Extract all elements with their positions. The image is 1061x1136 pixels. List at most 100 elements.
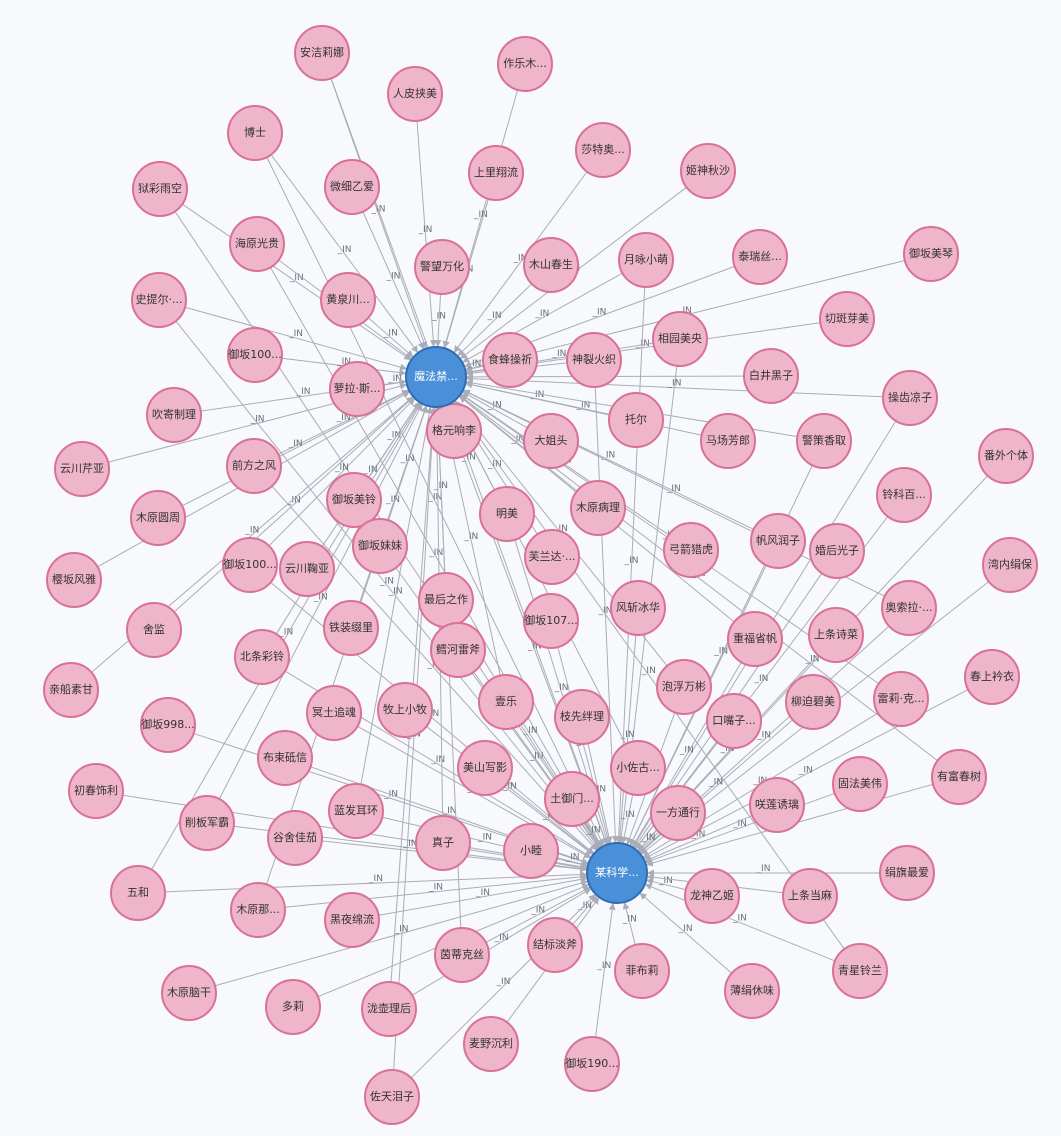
node-circle[interactable]	[727, 611, 783, 667]
graph-node[interactable]: 青星铃兰	[832, 943, 888, 999]
graph-node[interactable]: 湾内绢保	[982, 537, 1038, 593]
graph-node[interactable]: 雷莉·克...	[873, 671, 929, 727]
node-circle[interactable]	[132, 161, 188, 217]
graph-node[interactable]: 上条诗菜	[808, 607, 864, 663]
graph-node[interactable]: 口嘴子...	[706, 693, 762, 749]
graph-node[interactable]: 海原光贵	[229, 216, 285, 272]
node-circle[interactable]	[785, 674, 841, 730]
node-circle[interactable]	[352, 518, 408, 574]
node-circle[interactable]	[608, 392, 664, 448]
node-circle[interactable]	[179, 795, 235, 851]
node-circle[interactable]	[306, 685, 362, 741]
graph-node[interactable]: 风斩冰华	[610, 580, 666, 636]
graph-node[interactable]: 固法美伟	[832, 756, 888, 812]
node-circle[interactable]	[54, 441, 110, 497]
graph-node[interactable]: 格元响李	[426, 403, 482, 459]
node-circle[interactable]	[782, 868, 838, 924]
node-circle[interactable]	[324, 159, 380, 215]
graph-node[interactable]: 神裂火织	[566, 332, 622, 388]
graph-node[interactable]: 操齿凉子	[882, 370, 938, 426]
node-circle[interactable]	[832, 943, 888, 999]
graph-node[interactable]: 御坂美琴	[903, 226, 959, 282]
node-circle[interactable]	[257, 730, 313, 786]
graph-node[interactable]: 泰瑞丝...	[732, 229, 788, 285]
graph-node[interactable]: 泷壶理后	[361, 981, 417, 1037]
graph-node[interactable]: 前方之风	[226, 438, 282, 494]
graph-node[interactable]: 一方通行	[650, 785, 706, 841]
graph-node[interactable]: 相园美央	[652, 311, 708, 367]
node-circle[interactable]	[931, 749, 987, 805]
node-circle[interactable]	[724, 963, 780, 1019]
graph-node[interactable]: 黄泉川...	[320, 272, 376, 328]
node-circle[interactable]	[575, 122, 631, 178]
node-circle[interactable]	[523, 237, 579, 293]
graph-node[interactable]: 木原病理	[570, 480, 626, 536]
node-circle[interactable]	[610, 740, 666, 796]
graph-node[interactable]: 御坂妹妹	[352, 518, 408, 574]
graph-node[interactable]: 结标淡斧	[527, 917, 583, 973]
node-circle[interactable]	[497, 36, 553, 92]
node-circle[interactable]	[110, 865, 166, 921]
node-circle[interactable]	[482, 332, 538, 388]
node-circle[interactable]	[882, 370, 938, 426]
graph-node[interactable]: 舍监	[126, 602, 182, 658]
node-circle[interactable]	[326, 472, 382, 528]
graph-node[interactable]: 龙神乙姬	[684, 868, 740, 924]
graph-node[interactable]: 萝拉·斯...	[329, 361, 385, 417]
graph-node[interactable]: 御坂998...	[140, 697, 196, 753]
node-circle[interactable]	[324, 892, 380, 948]
graph-node[interactable]: 博士	[227, 105, 283, 161]
graph-node[interactable]: 绢旗最爱	[879, 845, 935, 901]
graph-node[interactable]: 初春饰利	[68, 763, 124, 819]
graph-node[interactable]: 小睦	[503, 823, 559, 879]
node-circle[interactable]	[227, 105, 283, 161]
graph-node[interactable]: 春上衿衣	[964, 649, 1020, 705]
node-circle[interactable]	[146, 387, 202, 443]
graph-node[interactable]: 托尔	[608, 392, 664, 448]
node-circle[interactable]	[554, 689, 610, 745]
node-circle[interactable]	[832, 756, 888, 812]
node-circle[interactable]	[749, 777, 805, 833]
graph-node[interactable]: 有富春树	[931, 749, 987, 805]
graph-node[interactable]: 警策香取	[796, 413, 852, 469]
node-circle[interactable]	[279, 541, 335, 597]
hub-circle[interactable]	[405, 346, 467, 408]
graph-node[interactable]: 明美	[479, 486, 535, 542]
node-circle[interactable]	[982, 537, 1038, 593]
node-circle[interactable]	[652, 311, 708, 367]
node-circle[interactable]	[706, 693, 762, 749]
graph-node[interactable]: 樱坂风雅	[46, 552, 102, 608]
graph-node[interactable]: 莎特奥...	[575, 122, 631, 178]
node-circle[interactable]	[743, 348, 799, 404]
node-circle[interactable]	[234, 629, 290, 685]
node-circle[interactable]	[328, 783, 384, 839]
graph-node[interactable]: 番外个体	[978, 428, 1034, 484]
graph-node[interactable]: 重福省帆	[727, 611, 783, 667]
graph-node[interactable]: 芙兰达·...	[524, 529, 580, 585]
graph-node[interactable]: 月咏小萌	[618, 232, 674, 288]
graph-node[interactable]: 最后之作	[418, 572, 474, 628]
node-circle[interactable]	[732, 229, 788, 285]
graph-node[interactable]: 吹寄制理	[146, 387, 202, 443]
node-circle[interactable]	[415, 815, 471, 871]
node-circle[interactable]	[876, 467, 932, 523]
graph-node[interactable]: 牧上小牧	[377, 682, 433, 738]
node-circle[interactable]	[323, 600, 379, 656]
node-circle[interactable]	[426, 403, 482, 459]
graph-node[interactable]: 削板军霸	[179, 795, 235, 851]
node-circle[interactable]	[46, 552, 102, 608]
node-circle[interactable]	[131, 272, 187, 328]
node-circle[interactable]	[361, 981, 417, 1037]
graph-node[interactable]: 土御门...	[544, 771, 600, 827]
graph-node[interactable]: 马场芳郎	[700, 413, 756, 469]
graph-node[interactable]: 御坂190...	[564, 1036, 620, 1092]
graph-node[interactable]: 上里翔流	[468, 145, 524, 201]
graph-node[interactable]: 柳迫碧美	[785, 674, 841, 730]
node-circle[interactable]	[161, 965, 217, 1021]
hub-node[interactable]: 某科学...	[586, 842, 648, 904]
node-circle[interactable]	[294, 25, 350, 81]
node-circle[interactable]	[478, 674, 534, 730]
node-circle[interactable]	[809, 523, 865, 579]
node-circle[interactable]	[265, 979, 321, 1035]
